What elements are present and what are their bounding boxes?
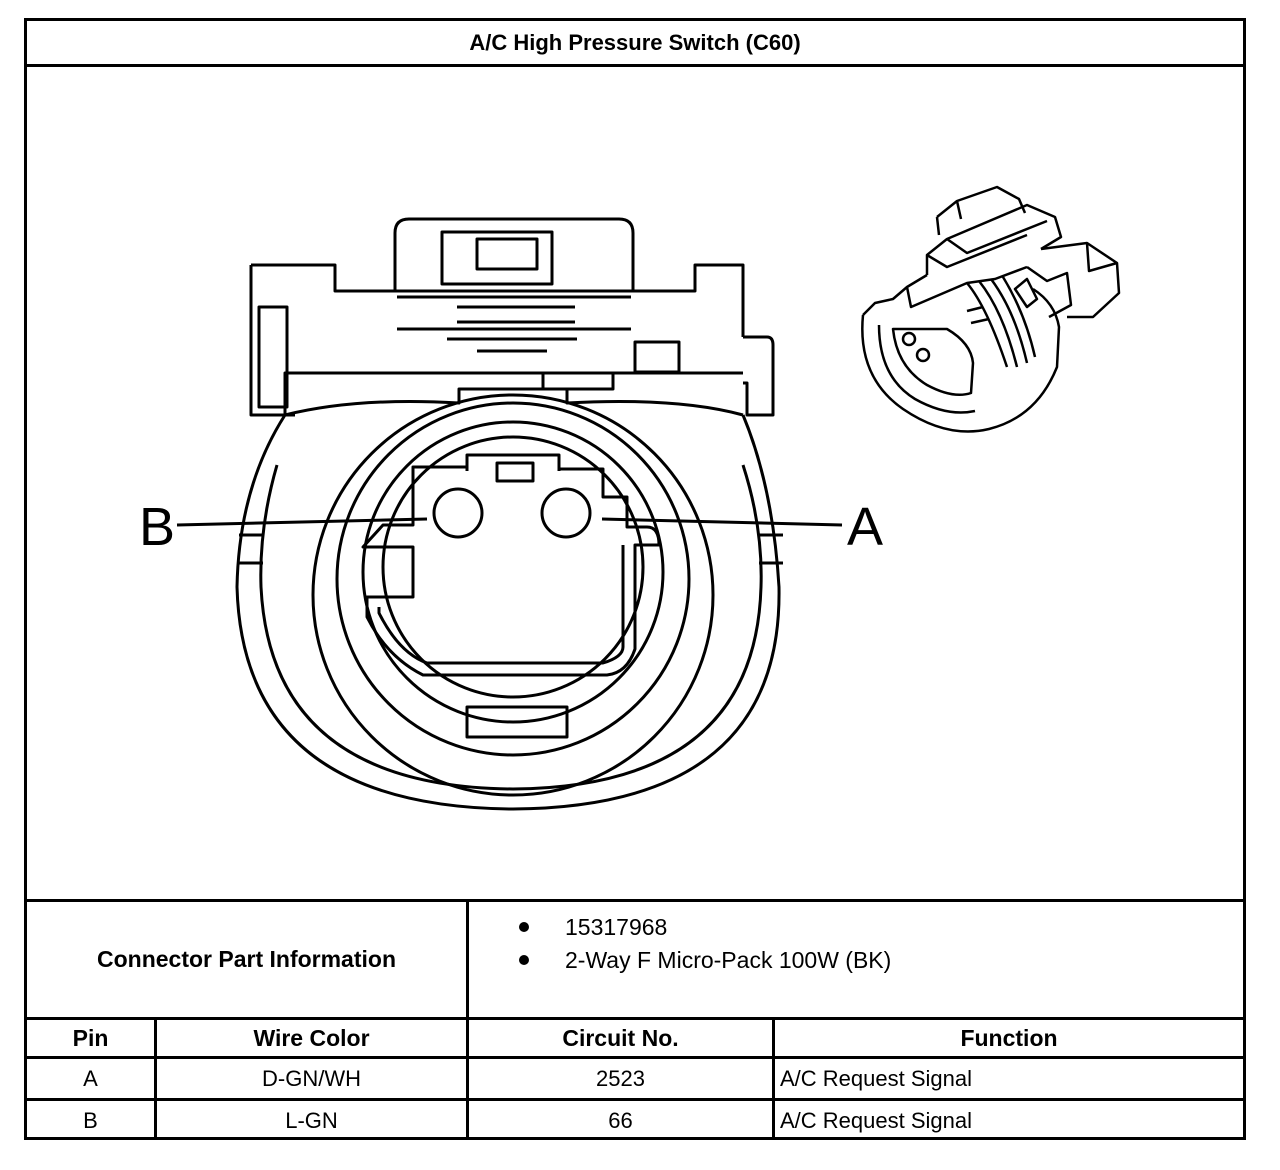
- pin-label-b: B: [139, 497, 175, 557]
- table-header-row: Pin Wire Color Circuit No. Function: [27, 1020, 1243, 1059]
- connector-latch: [249, 217, 775, 417]
- cell-circuit: 2523: [469, 1059, 775, 1098]
- header-circuit: Circuit No.: [469, 1020, 775, 1056]
- connector-body: [235, 387, 783, 811]
- bullet-icon: [519, 921, 529, 932]
- cell-pin: A: [27, 1059, 157, 1098]
- connector-part-info: Connector Part Information 15317968 2-Wa…: [27, 899, 1243, 1017]
- table-row: A D-GN/WH 2523 A/C Request Signal: [27, 1059, 1243, 1101]
- part-number-item: 15317968: [519, 914, 667, 941]
- connector-drawing-area: B A: [27, 67, 1243, 899]
- header-function: Function: [960, 1024, 1058, 1051]
- cell-pin: B: [27, 1101, 157, 1140]
- cell-wire-color: D-GN/WH: [157, 1059, 469, 1098]
- connector-type: 2-Way F Micro-Pack 100W (BK): [565, 947, 892, 973]
- table-row: B L-GN 66 A/C Request Signal: [27, 1101, 1243, 1140]
- sheet-title: A/C High Pressure Switch (C60): [27, 21, 1243, 67]
- connector-isometric-view: [861, 185, 1121, 433]
- connector-socket: [361, 453, 661, 677]
- connector-type-item: 2-Way F Micro-Pack 100W (BK): [519, 947, 891, 974]
- header-pin: Pin: [27, 1020, 157, 1056]
- connector-face-view: B A: [139, 185, 1121, 811]
- part-number: 15317968: [565, 914, 668, 940]
- cell-function: A/C Request Signal: [780, 1107, 972, 1133]
- pin-label-a: A: [847, 497, 883, 557]
- bullet-icon: [519, 954, 529, 965]
- cell-circuit: 66: [469, 1101, 775, 1140]
- pin-leaders: [176, 517, 843, 527]
- pin-table: Pin Wire Color Circuit No. Function A D-…: [27, 1017, 1243, 1140]
- header-wire-color: Wire Color: [157, 1020, 469, 1056]
- cavity-b: [432, 487, 484, 539]
- cavity-a: [540, 487, 592, 539]
- connector-part-info-list: 15317968 2-Way F Micro-Pack 100W (BK): [469, 902, 1243, 1017]
- cell-function: A/C Request Signal: [780, 1065, 972, 1091]
- cell-wire-color: L-GN: [157, 1101, 469, 1140]
- connector-sheet: A/C High Pressure Switch (C60): [24, 18, 1246, 1140]
- connector-part-info-label: Connector Part Information: [27, 902, 469, 1017]
